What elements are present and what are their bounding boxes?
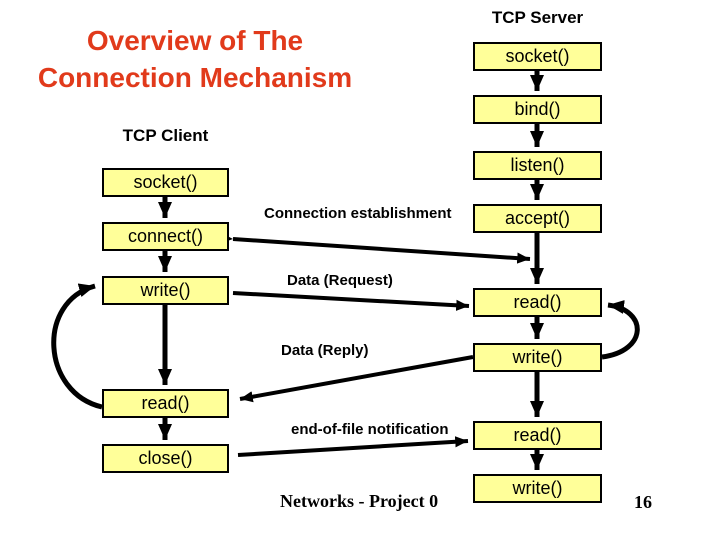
arrow-data-reply — [239, 355, 474, 403]
arrow-eof-notification — [237, 436, 469, 457]
client-box-socket: socket() — [102, 168, 229, 197]
label-data-request: Data (Request) — [287, 272, 393, 289]
footer-course-title: Networks - Project 0 — [280, 491, 439, 511]
arrow-server-write-loop-to-read — [601, 300, 640, 360]
client-box-close: close() — [102, 444, 229, 473]
server-box-listen: listen() — [473, 151, 602, 180]
client-box-read: read() — [102, 389, 229, 418]
page-title: Overview of The Connection Mechanism — [10, 22, 380, 96]
arrow-connection-establishment — [219, 232, 531, 264]
arrow-client-read-loop-to-write — [51, 283, 103, 410]
page-title-line2: Connection Mechanism — [37, 62, 353, 93]
server-box-accept: accept() — [473, 204, 602, 233]
client-box-write: write() — [102, 276, 229, 305]
arrow-data-request — [232, 291, 470, 311]
server-column-heading: TCP Server — [491, 8, 584, 27]
server-box-bind: bind() — [473, 95, 602, 124]
label-connection-establishment: Connection establishment — [264, 205, 452, 222]
client-box-connect: connect() — [102, 222, 229, 251]
server-box-socket: socket() — [473, 42, 602, 71]
label-data-reply: Data (Reply) — [281, 342, 369, 359]
page-title-line1: Overview of The — [86, 25, 304, 56]
server-box-read2: read() — [473, 421, 602, 450]
server-box-write1: write() — [473, 343, 602, 372]
server-box-read1: read() — [473, 288, 602, 317]
page-number: 16 — [634, 492, 652, 512]
server-box-write2: write() — [473, 474, 602, 503]
label-eof-notification: end-of-file notification — [291, 421, 449, 438]
client-column-heading: TCP Client — [122, 126, 209, 145]
